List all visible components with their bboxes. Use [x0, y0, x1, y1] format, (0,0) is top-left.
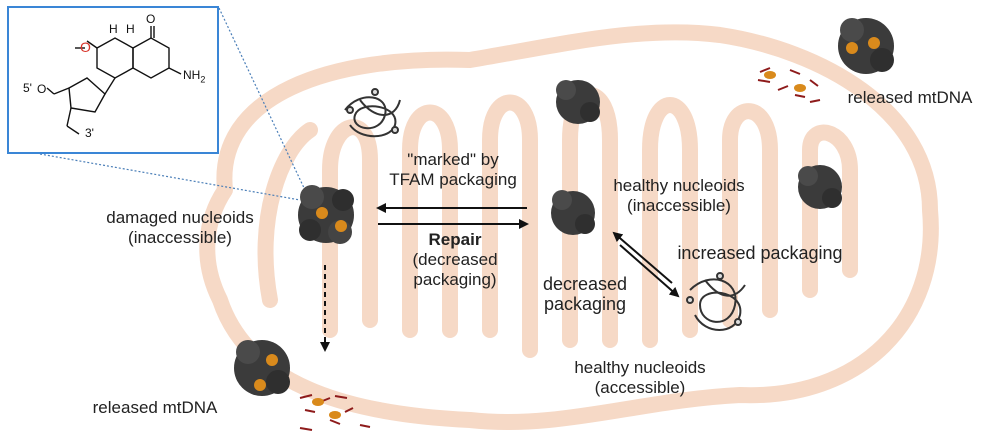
- released-nucleoid-top: [838, 18, 894, 74]
- callout-lines: [39, 7, 306, 201]
- label-healthy-inaccessible: healthy nucleoids(inaccessible): [613, 176, 745, 215]
- mitochondrion-outline: [199, 24, 939, 430]
- oxoguanine-structure: [46, 26, 182, 135]
- damaged-nucleoid: [298, 185, 354, 244]
- arrows: [320, 203, 680, 352]
- accessible-nucleoid-bottom: [686, 272, 746, 331]
- nh2-label: NH2: [183, 68, 206, 85]
- carbonyl-o-label: O: [146, 12, 156, 26]
- arrow-increased: [612, 231, 673, 284]
- healthy-nucleoid-center: [551, 190, 595, 235]
- ring-oxygen-label: O: [37, 82, 47, 96]
- lesion-mark: [316, 207, 328, 219]
- nh-label-1: H: [109, 22, 118, 36]
- arrow-decreased: [619, 244, 680, 298]
- label-released-mtdna-bottom: released mtDNA: [92, 398, 218, 417]
- oxo-label: O: [80, 39, 91, 55]
- label-healthy-accessible: healthy nucleoids(accessible): [574, 358, 706, 397]
- label-released-mtdna-top: released mtDNA: [847, 88, 973, 107]
- released-nucleoid-bottom: [234, 340, 290, 396]
- healthy-nucleoid-top: [556, 80, 600, 124]
- label-damaged-nucleoids: damaged nucleoids(inaccessible): [106, 208, 254, 247]
- label-increased-packaging: increased packaging: [677, 243, 843, 263]
- released-dna-fragments-bottom: [299, 394, 371, 431]
- chemical-structure-inset: O H H O NH2 5' O 3': [7, 6, 219, 154]
- nh-label-2: H: [126, 22, 135, 36]
- accessible-nucleoid-top: [344, 88, 401, 138]
- five-prime-label: 5': [23, 81, 32, 95]
- three-prime-label: 3': [85, 126, 94, 140]
- released-dna-fragments-top: [757, 67, 821, 103]
- healthy-nucleoid-right: [798, 165, 842, 209]
- lesion-mark: [335, 220, 347, 232]
